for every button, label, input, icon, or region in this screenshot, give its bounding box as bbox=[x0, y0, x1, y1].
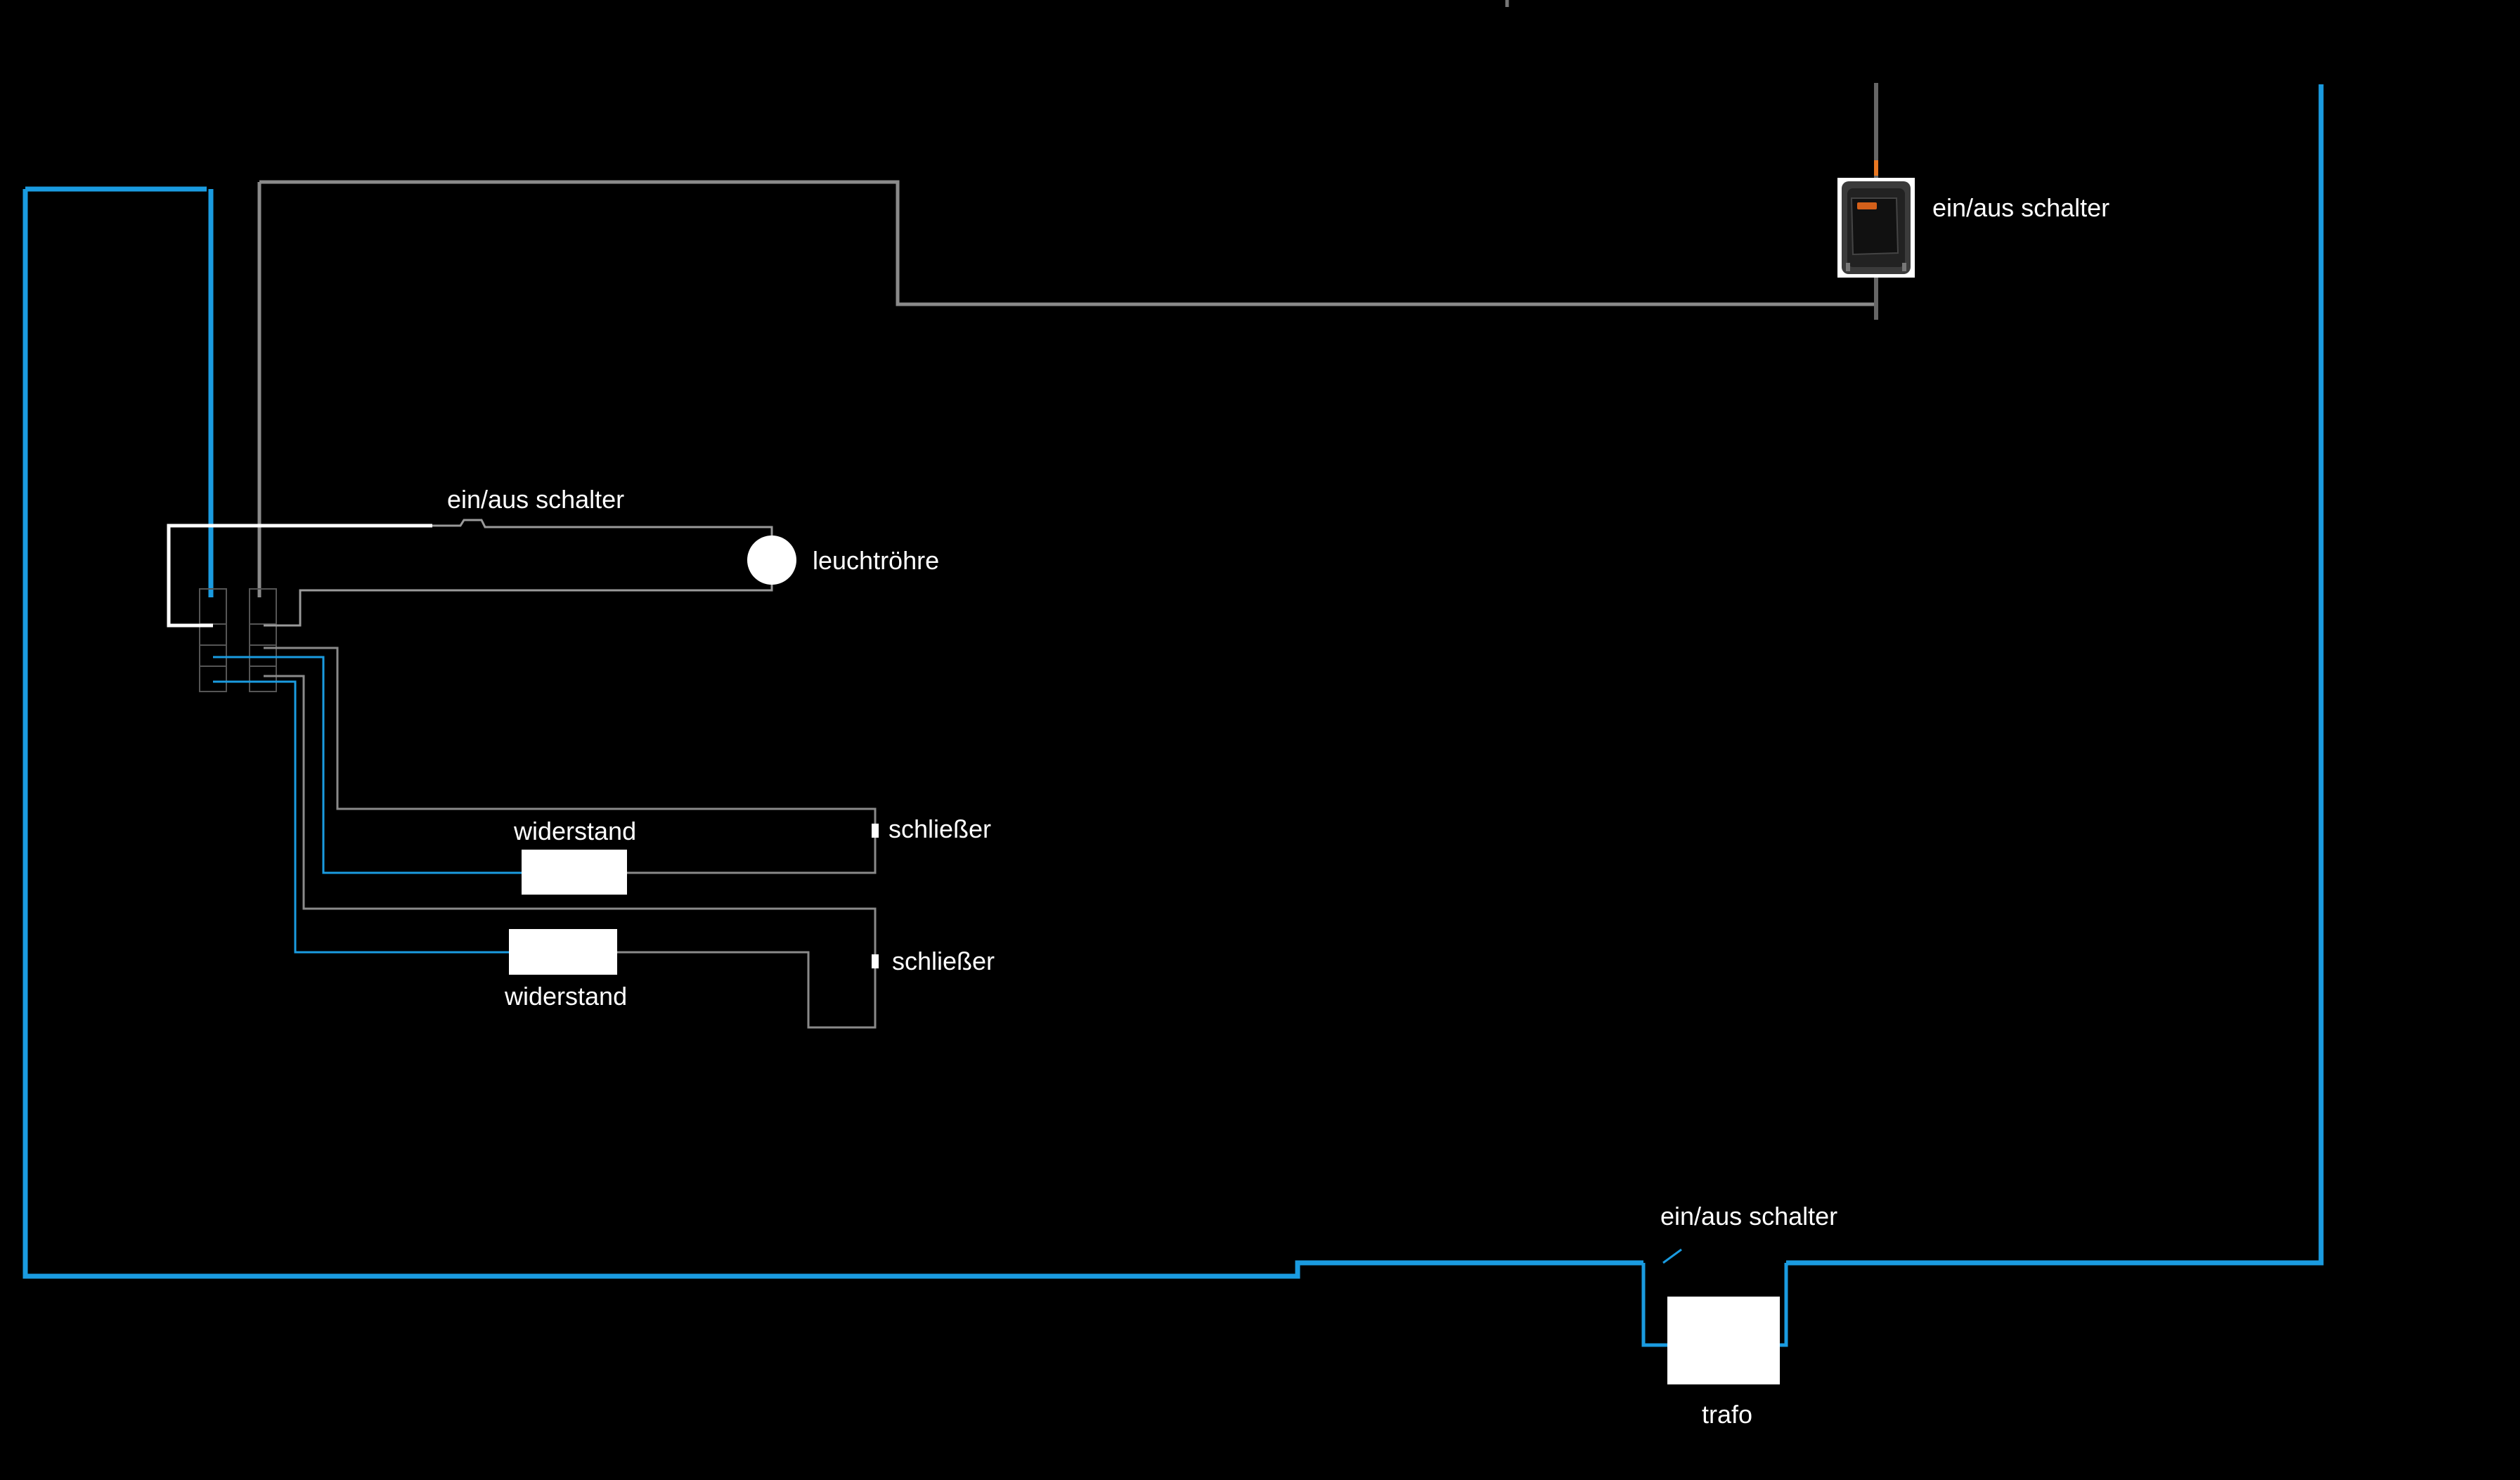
lamp-circuit-gray bbox=[264, 519, 773, 627]
resistor-wire-2 bbox=[213, 680, 509, 954]
rocker-switch-icon bbox=[1837, 178, 1915, 278]
top-switch-contact bbox=[1874, 160, 1878, 176]
gray-top-wire bbox=[257, 180, 1876, 597]
closer-2-contact bbox=[872, 954, 879, 968]
closer-1-contact bbox=[872, 824, 879, 838]
closer-1-label: schließer bbox=[889, 814, 991, 843]
resistor-2-label: widerstand bbox=[504, 982, 627, 1011]
transformer-wire bbox=[1641, 1263, 1788, 1347]
switch-left-label: ein/aus schalter bbox=[447, 485, 624, 514]
transformer bbox=[1667, 1297, 1780, 1384]
relay-block-right bbox=[249, 588, 277, 692]
transformer-label: trafo bbox=[1702, 1400, 1752, 1429]
switch-bottom-label: ein/aus schalter bbox=[1660, 1202, 1837, 1231]
lamp-label: leuchtröhre bbox=[813, 546, 939, 575]
resistor-1-label: widerstand bbox=[513, 817, 636, 845]
blue-main-wire bbox=[22, 84, 2324, 1279]
resistor-1 bbox=[522, 850, 627, 895]
closer-circuit-1 bbox=[264, 647, 877, 874]
resistor-2 bbox=[509, 929, 617, 975]
switch-top-label: ein/aus schalter bbox=[1932, 193, 2109, 222]
lamp-circuit-white bbox=[167, 524, 432, 628]
resistor-wire-1 bbox=[213, 656, 522, 874]
lamp-icon bbox=[747, 535, 796, 585]
closer-2-label: schließer bbox=[892, 947, 995, 975]
bottom-switch-blade bbox=[1662, 1248, 1682, 1264]
